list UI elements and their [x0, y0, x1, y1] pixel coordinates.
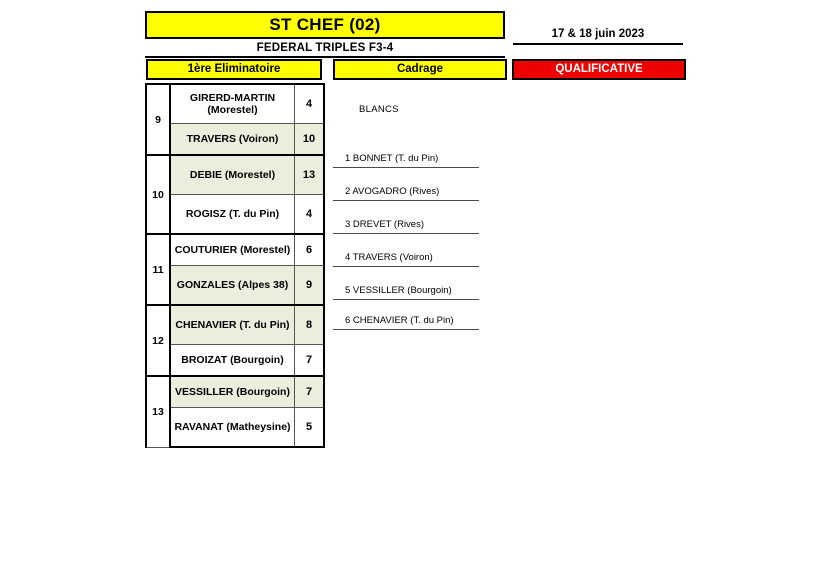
player-name: CHENAVIER (T. du Pin): [169, 304, 295, 345]
player-name: BROIZAT (Bourgoin): [169, 344, 295, 377]
stage-bar-eliminatoire[interactable]: 1ère Eliminatoire: [146, 59, 322, 80]
stage-bar-qualificative[interactable]: QUALIFICATIVE: [512, 59, 686, 80]
blancs-entry: 1 BONNET (T. du Pin): [333, 135, 479, 168]
table-row: TRAVERS (Voiron)10: [146, 123, 325, 156]
blancs-entry-label: 3 DREVET (Rives): [345, 219, 425, 230]
blancs-entry: 6 CHENAVIER (T. du Pin): [333, 300, 479, 330]
player-score: 6: [294, 233, 325, 266]
player-score: 7: [294, 344, 325, 377]
header-title-block: ST CHEF (02) FEDERAL TRIPLES F3-4: [145, 11, 505, 58]
blancs-entry-label: 1 BONNET (T. du Pin): [345, 153, 439, 164]
player-name: COUTURIER (Morestel): [169, 233, 295, 266]
player-score: 9: [294, 265, 325, 306]
blancs-entry: 2 AVOGADRO (Rives): [333, 168, 479, 201]
player-name: DEBIE (Morestel): [169, 154, 295, 195]
player-name: GONZALES (Alpes 38): [169, 265, 295, 306]
blancs-entry-label: 4 TRAVERS (Voiron): [345, 252, 433, 263]
player-score: 13: [294, 154, 325, 195]
match-number: 10: [145, 154, 171, 235]
player-name: ROGISZ (T. du Pin): [169, 194, 295, 235]
table-row: RAVANAT (Matheysine)5: [146, 407, 325, 448]
player-score: 8: [294, 304, 325, 345]
match-number: 9: [145, 83, 171, 156]
event-subtitle: FEDERAL TRIPLES F3-4: [145, 39, 505, 58]
blancs-list: 1 BONNET (T. du Pin) 2 AVOGADRO (Rives) 3 …: [333, 135, 479, 330]
player-score: 4: [294, 194, 325, 235]
blancs-title: BLANCS: [359, 104, 399, 115]
table-row: GONZALES (Alpes 38)9: [146, 265, 325, 306]
stage-bar-cadrage[interactable]: Cadrage: [333, 59, 507, 80]
table-row: ROGISZ (T. du Pin)4: [146, 194, 325, 235]
player-score: 10: [294, 123, 325, 156]
match-number: 11: [145, 233, 171, 306]
player-score: 5: [294, 407, 325, 448]
player-name: GIRERD-MARTIN (Morestel): [169, 83, 295, 124]
player-name: RAVANAT (Matheysine): [169, 407, 295, 448]
match-number: 12: [145, 304, 171, 377]
table-row: BROIZAT (Bourgoin)7: [146, 344, 325, 377]
blancs-entry: 3 DREVET (Rives): [333, 201, 479, 234]
blancs-entry: 4 TRAVERS (Voiron): [333, 234, 479, 267]
blancs-panel: BLANCS 1 BONNET (T. du Pin) 2 AVOGADRO (R…: [333, 104, 479, 330]
blancs-entry: 5 VESSILLER (Bourgoin): [333, 267, 479, 300]
player-name: VESSILLER (Bourgoin): [169, 375, 295, 408]
player-score: 7: [294, 375, 325, 408]
event-date: 17 & 18 juin 2023: [513, 28, 683, 45]
blancs-entry-label: 5 VESSILLER (Bourgoin): [345, 285, 452, 296]
player-score: 4: [294, 83, 325, 124]
blancs-entry-label: 2 AVOGADRO (Rives): [345, 186, 440, 197]
blancs-entry-label: 6 CHENAVIER (T. du Pin): [345, 315, 454, 326]
player-name: TRAVERS (Voiron): [169, 123, 295, 156]
event-title: ST CHEF (02): [145, 11, 505, 39]
match-number: 13: [145, 375, 171, 448]
